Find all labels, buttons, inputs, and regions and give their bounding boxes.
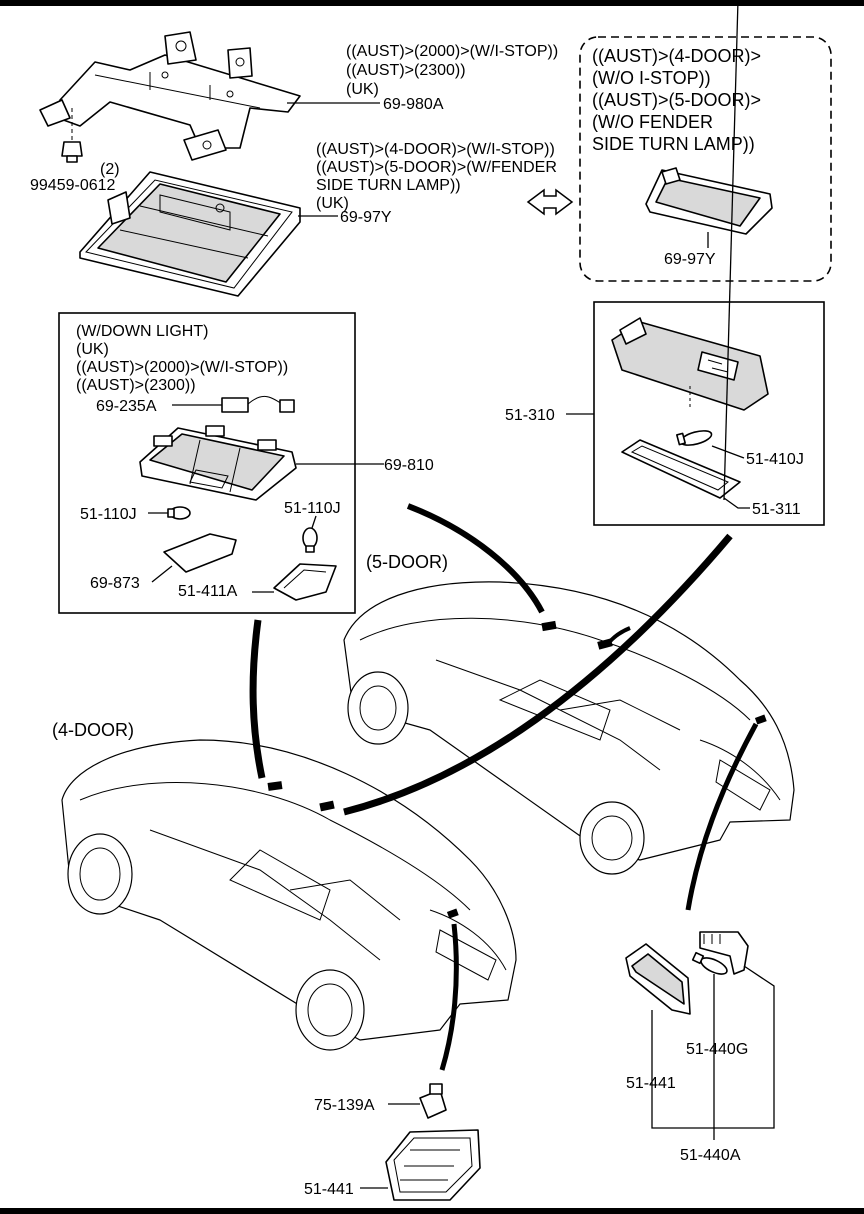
lens-51-411a xyxy=(273,563,337,601)
part-label-51-411a: 51-411A xyxy=(178,583,238,600)
part-label-51-410j: 51-410J xyxy=(746,451,804,468)
lamp-note-line-4: (UK) xyxy=(316,195,349,212)
lamp-housing-69-97y-alt xyxy=(645,167,773,235)
bulb-socket-75-139a xyxy=(419,1083,447,1119)
lamp-housing-69-97y xyxy=(79,171,301,297)
alt-note-line-2: (W/O I-STOP)) xyxy=(592,68,711,88)
part-label-69-873: 69-873 xyxy=(90,575,140,592)
part-label-69-97y-main: 69-97Y xyxy=(340,209,392,226)
bulb-51-410j xyxy=(676,430,713,446)
bulb-51-440g xyxy=(691,951,728,975)
part-label-69-980a: 69-980A xyxy=(383,96,444,113)
bracket-note-line-1: ((AUST)>(2000)>(W/I-STOP)) xyxy=(346,43,558,60)
qty-label: (2) xyxy=(100,161,120,178)
harness-69-235a xyxy=(221,396,295,413)
part-label-51-440a: 51-440A xyxy=(680,1147,741,1164)
alt-note-line-1: ((AUST)>(4-DOOR)> xyxy=(592,46,761,66)
car-label-5-door: (5-DOOR) xyxy=(366,552,448,572)
lamp-note-line-2: ((AUST)>(5-DOOR)>(W/FENDER xyxy=(316,159,557,176)
car-label-4-door: (4-DOOR) xyxy=(52,720,134,740)
bolt-99459-0612 xyxy=(61,108,83,163)
4door-luggage-marker xyxy=(446,908,459,919)
part-label-99459-0612: 99459-0612 xyxy=(30,177,116,194)
part-label-51-441-bottom: 51-441 xyxy=(304,1181,354,1198)
down-light-note-line-1: (W/DOWN LIGHT) xyxy=(76,323,208,340)
part-label-51-110j-right: 51-110J xyxy=(284,500,341,517)
4door-roof-marker-1 xyxy=(267,781,283,791)
part-label-75-139a: 75-139A xyxy=(314,1097,375,1114)
part-label-51-440g: 51-440G xyxy=(686,1041,748,1058)
car-4-door xyxy=(61,739,517,1051)
leader-curve-2 xyxy=(249,619,266,779)
socket-51-440a xyxy=(699,931,749,975)
4door-roof-marker-2 xyxy=(319,800,335,812)
leader-curve-6 xyxy=(439,923,459,1071)
bracket-note-line-3: (UK) xyxy=(346,81,379,98)
bulb-51-110j-left xyxy=(167,506,191,520)
bottom-border xyxy=(0,1208,864,1214)
part-label-69-97y-alt: 69-97Y xyxy=(664,251,716,268)
alternate-part-box xyxy=(579,36,832,282)
map-lamp-69-810 xyxy=(139,425,297,501)
part-label-69-810: 69-810 xyxy=(384,457,434,474)
luggage-lamp-51-441-right xyxy=(625,943,691,1015)
alt-note-line-4: (W/O FENDER xyxy=(592,112,713,132)
alternate-arrow xyxy=(526,188,574,216)
car-5-door xyxy=(343,581,795,875)
part-label-69-235a: 69-235A xyxy=(96,398,157,415)
5door-roof-marker-1 xyxy=(541,620,557,632)
bulb-51-110j-right xyxy=(302,527,318,553)
bracket-note-line-2: ((AUST)>(2300)) xyxy=(346,62,466,79)
leader-curve-4 xyxy=(604,626,631,648)
part-label-51-441-right: 51-441 xyxy=(626,1075,676,1092)
5door-luggage-marker xyxy=(754,714,767,725)
part-label-51-311: 51-311 xyxy=(752,501,801,518)
top-border xyxy=(0,0,864,6)
part-label-51-110j-left: 51-110J xyxy=(80,506,137,523)
down-light-note-line-4: ((AUST)>(2300)) xyxy=(76,377,196,394)
alt-note-line-3: ((AUST)>(5-DOOR)> xyxy=(592,90,761,110)
lamp-note-line-1: ((AUST)>(4-DOOR)>(W/I-STOP)) xyxy=(316,141,555,158)
down-light-note-line-2: (UK) xyxy=(76,341,109,358)
luggage-lamp-51-441-bottom xyxy=(385,1129,481,1201)
down-light-box xyxy=(58,312,356,614)
leader-curve-1 xyxy=(406,503,545,614)
alt-note-line-5: SIDE TURN LAMP)) xyxy=(592,134,755,154)
lens-69-873 xyxy=(163,533,237,573)
down-light-note-line-3: ((AUST)>(2000)>(W/I-STOP)) xyxy=(76,359,288,376)
leader-curve-5 xyxy=(685,722,759,911)
visor-lamp-51-310 xyxy=(611,317,769,411)
part-label-51-310: 51-310 xyxy=(505,407,555,424)
lens-51-311 xyxy=(621,439,741,499)
bracket-69-980a xyxy=(39,31,301,161)
lamp-note-line-3: SIDE TURN LAMP)) xyxy=(316,177,461,194)
leader-curve-3 xyxy=(343,533,733,816)
